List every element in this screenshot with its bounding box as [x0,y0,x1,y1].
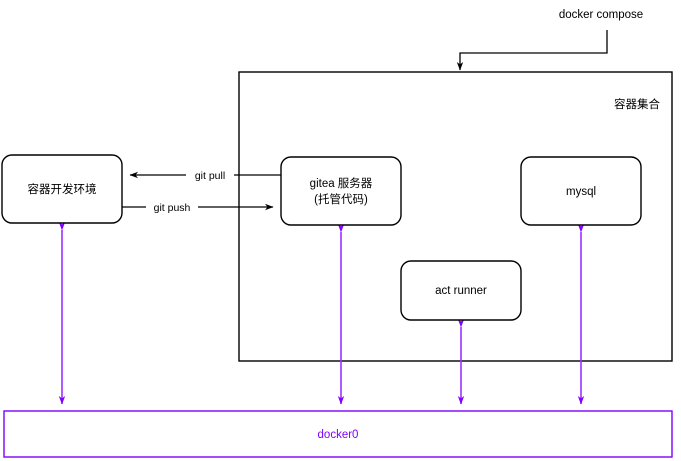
node-mysql-label: mysql [566,186,596,198]
edge-git-pull: git pull [129,168,281,182]
bridge-docker0[interactable]: docker0 [3,410,673,458]
bridge-docker0-label: docker0 [318,429,359,441]
node-dev-env-label: 容器开发环境 [28,182,97,196]
docker-compose-label: docker compose [559,9,643,21]
node-gitea[interactable]: gitea 服务器 (托管代码) [280,156,402,226]
edge-git-push: git push [122,200,274,214]
edge-label-git-push: git push [154,202,191,214]
node-gitea-sublabel: (托管代码) [314,192,368,206]
node-gitea-label: gitea 服务器 [310,176,373,190]
node-act-runner-label: act runner [435,285,487,297]
container-group-label: 容器集合 [614,97,660,111]
container-group: 容器集合 [238,71,673,362]
node-mysql[interactable]: mysql [520,156,642,226]
edge-label-git-pull: git pull [195,170,225,182]
node-act-runner[interactable]: act runner [400,260,522,321]
node-dev-env[interactable]: 容器开发环境 [1,154,123,224]
docker-compose-connector [456,30,608,71]
